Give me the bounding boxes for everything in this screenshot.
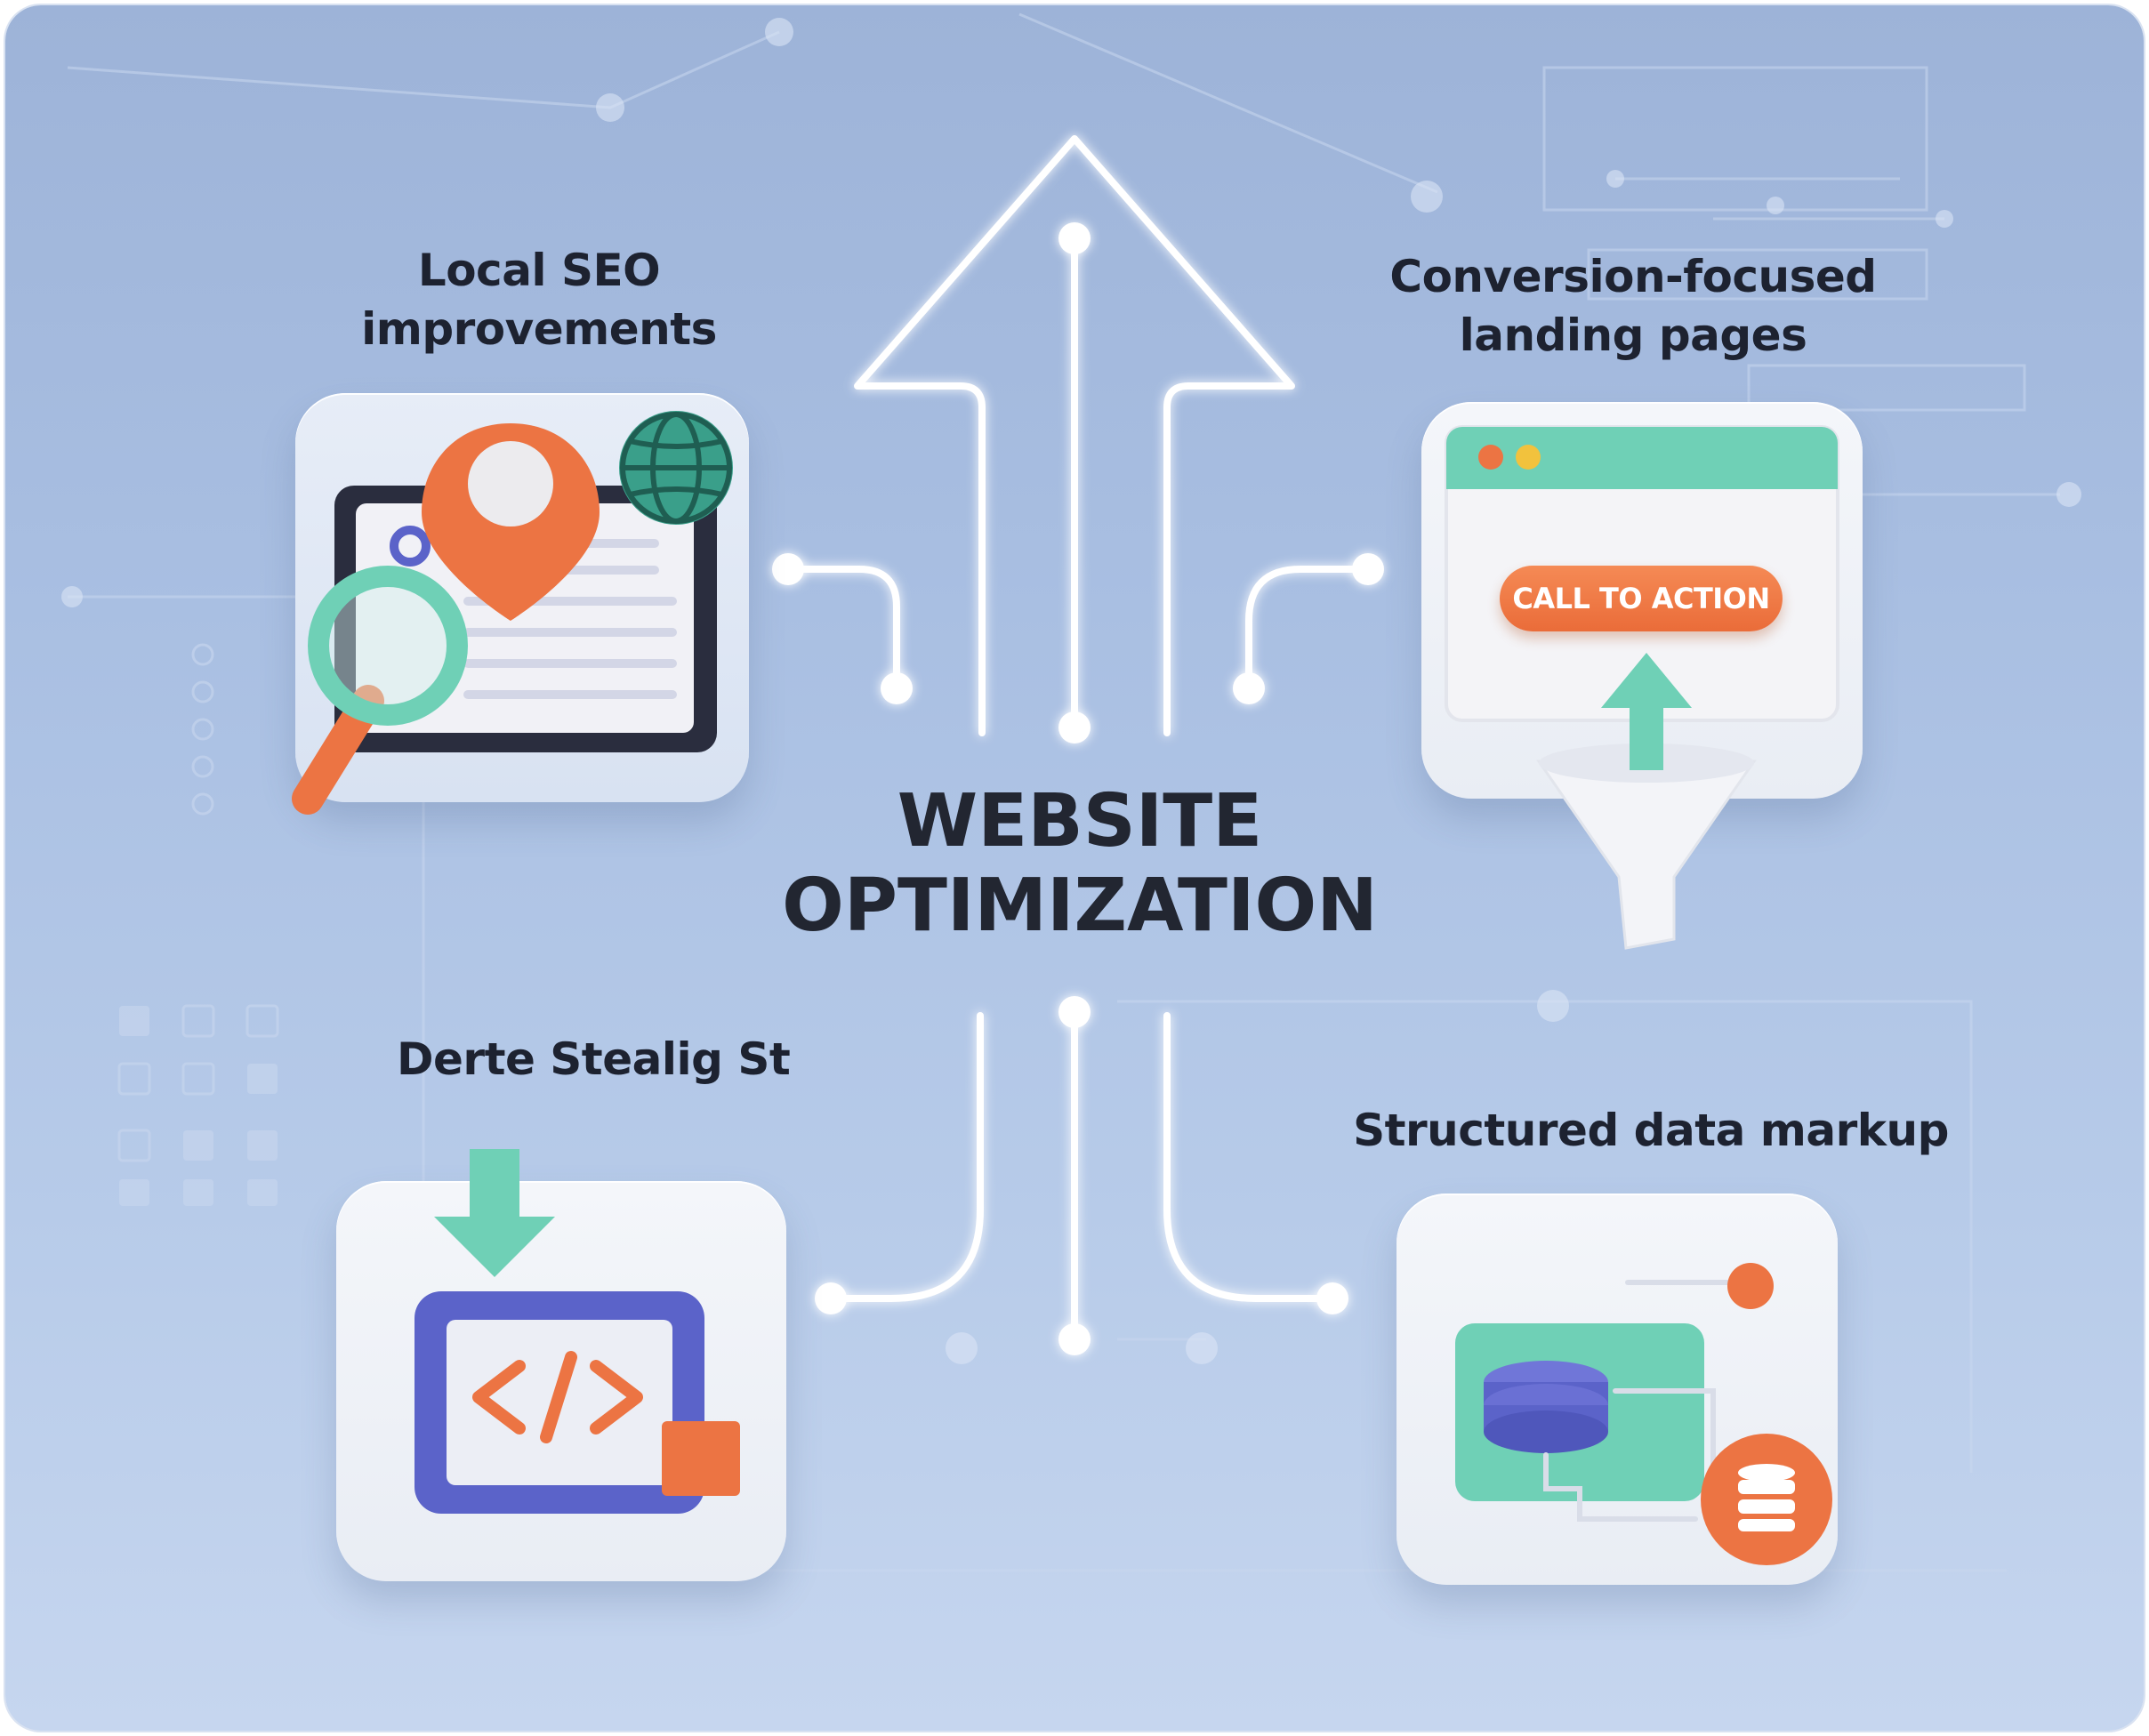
database-schema-icon [1455,1263,1832,1565]
code-download-icon [415,1149,740,1514]
connector-lines [772,135,1384,1355]
node-label-derte: Derte Stealig St [397,1033,791,1085]
connector-bottom-right [1163,1012,1336,1302]
node-label-structured-data: Structured data markup [1353,1105,1949,1156]
connector-top-right [1245,566,1372,688]
browser-funnel-icon [1445,425,1839,950]
map-pin-magnifier-globe-icon [292,411,733,815]
up-arrow-outline [854,135,1295,736]
node-label-conversion: Conversion-focused landing pages [1389,251,1877,361]
diagram-title: WEBSITE OPTIMIZATION [724,779,1436,948]
title-line-2: OPTIMIZATION [782,864,1378,949]
connector-bottom-left [827,1012,984,1302]
connector-top-left [785,566,900,687]
node-label-local-seo: Local SEO improvements [361,245,717,355]
title-line-1: WEBSITE [897,779,1263,864]
call-to-action-button[interactable]: CALL TO ACTION [1500,566,1783,631]
diagram-canvas: WEBSITE OPTIMIZATION Local SEO improveme… [5,5,2144,1731]
